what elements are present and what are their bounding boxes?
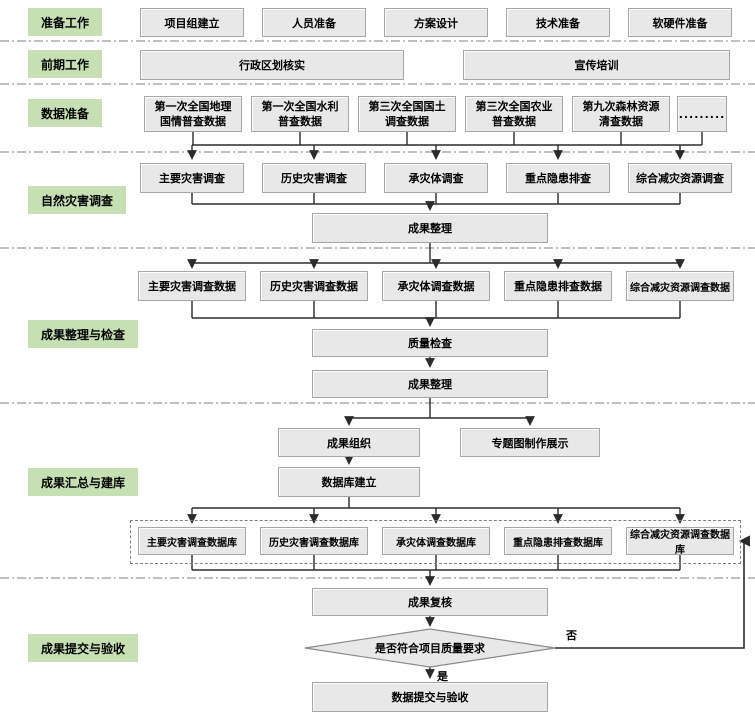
decision-question: 是否符合项目质量要求 [375,642,485,655]
node-major-disaster-db: 主要灾害调查数据库 [138,527,246,555]
stage-label-collate-check: 成果整理与检查 [28,320,139,348]
node-exposure-data: 承灾体调查数据 [382,271,490,301]
decision-yes-label: 是 [437,670,448,683]
stage-label-data-prep: 数据准备 [28,99,103,127]
stage-label-early-work: 前期工作 [28,50,103,78]
node-result-collate-1: 成果整理 [312,213,548,243]
stage-label-preparation: 准备工作 [28,8,103,36]
node-software-hardware-prep: 软硬件准备 [628,8,732,37]
node-exposure-db: 承灾体调查数据库 [382,527,490,555]
node-result-organize: 成果组织 [278,428,420,457]
stage-label-submit-accept: 成果提交与验收 [28,634,139,662]
node-agri-census-data: 第三次全国农业 普查数据 [465,96,563,132]
stage-label-disaster-survey: 自然灾害调查 [28,186,127,214]
node-result-collate-2: 成果整理 [312,370,548,398]
node-hazard-screening-db: 重点隐患排查数据库 [504,527,612,555]
node-personnel-prep: 人员准备 [262,8,366,37]
node-historic-disaster-db: 历史灾害调查数据库 [260,527,368,555]
decision-no-label: 否 [566,629,577,642]
database-dashed-container [130,520,741,564]
node-database-build: 数据库建立 [278,467,420,497]
node-geo-census-data: 第一次全国地理 国情普查数据 [144,96,242,132]
node-project-team: 项目组建立 [140,8,244,37]
node-publicity-training: 宣传培训 [463,50,730,80]
stage-label-summary-database: 成果汇总与建库 [28,468,139,496]
node-water-census-data: 第一次全国水利 普查数据 [251,96,349,132]
node-hazard-screening-data: 重点隐患排查数据 [504,271,612,301]
node-major-disaster-data: 主要灾害调查数据 [138,271,246,301]
node-major-disaster-survey: 主要灾害调查 [140,163,244,193]
node-more-sources-ellipsis: ......... [677,96,727,132]
node-mitigation-resource-survey: 综合减灾资源调查 [628,163,732,193]
node-mitigation-resource-data: 综合减灾资源调查数据 [626,271,734,301]
node-land-survey-data: 第三次全国国土 调查数据 [358,96,456,132]
node-result-review: 成果复核 [312,588,548,616]
node-thematic-map: 专题图制作展示 [460,428,600,457]
node-forest-inventory-data: 第九次森林资源 清查数据 [572,96,670,132]
node-mitigation-resource-db: 综合减灾资源调查数据库 [626,527,734,556]
node-exposure-survey: 承灾体调查 [384,163,488,193]
node-historic-disaster-data: 历史灾害调查数据 [260,271,368,301]
node-admin-division-verify: 行政区划核实 [140,50,404,80]
node-quality-check: 质量检查 [312,329,548,357]
node-hazard-screening: 重点隐患排查 [506,163,610,193]
node-plan-design: 方案设计 [384,8,488,37]
node-historic-disaster-survey: 历史灾害调查 [262,163,366,193]
node-data-submit-accept: 数据提交与验收 [312,682,548,712]
node-tech-prep: 技术准备 [506,8,610,37]
